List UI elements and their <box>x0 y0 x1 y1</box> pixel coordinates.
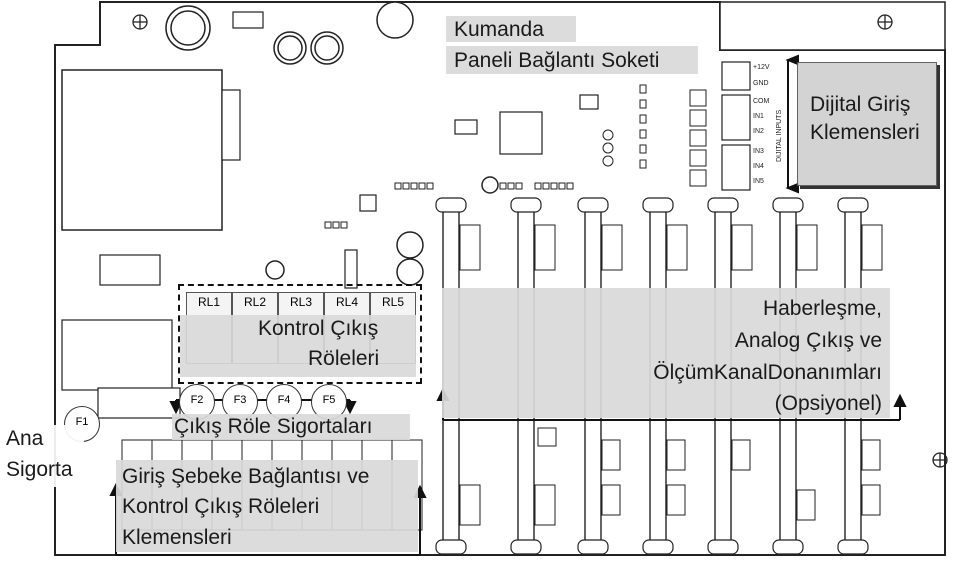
fuse-label: F3 <box>233 394 247 406</box>
fuse-label: F5 <box>322 394 336 406</box>
ana-label-line2: Sigorta <box>6 458 73 481</box>
ana-box <box>2 425 84 487</box>
giris-label-line2: Kontrol Çıkış Röleleri <box>122 495 320 518</box>
kontrol-label-line2: Röleleri <box>308 347 380 370</box>
option-board-clips <box>435 197 869 555</box>
relay-group-outline <box>178 284 422 384</box>
terminal-label-in5: IN5 <box>753 178 764 185</box>
relay-label: RL1 <box>197 295 220 309</box>
kumanda-box-1 <box>446 16 576 42</box>
terminal-label-in4: IN4 <box>753 163 764 170</box>
terminal-label-gnd: GND <box>753 80 769 87</box>
kumanda-box-2 <box>446 46 698 74</box>
giris-label-line1: Giriş Şebeke Bağlantısı ve <box>122 465 370 488</box>
terminal-label-in2: IN2 <box>753 128 764 135</box>
giris-box <box>116 460 418 552</box>
terminal-label-com: COM <box>753 98 770 105</box>
giris-label-line3: Klemensleri <box>122 526 232 549</box>
haber-label-line1: Haberleşme, <box>762 297 882 320</box>
terminal-label-12v: +12V <box>753 64 770 71</box>
chips <box>61 11 599 419</box>
small-components <box>324 84 707 229</box>
kumanda-label-line2: Paneli Bağlantı Soketi <box>454 49 660 72</box>
relay-label: RL5 <box>381 295 404 309</box>
haber-label-line2: Analog Çıkış ve <box>734 329 882 352</box>
fuse-label: F4 <box>277 394 291 406</box>
haber-label-line3: ÖlçümKanalDonanımları <box>653 361 882 384</box>
relay-label: RL3 <box>289 295 312 309</box>
sigorta-box <box>172 414 410 440</box>
option-connectors <box>459 224 883 526</box>
relay-label: RL2 <box>243 295 266 309</box>
terminal-label-in3: IN3 <box>753 148 764 155</box>
digital-inputs-vertical-label: DIJITAL INPUTS <box>776 109 783 162</box>
dijital-box <box>797 62 937 186</box>
terminal-label-in1: IN1 <box>753 113 764 120</box>
haber-box <box>442 288 890 418</box>
mount-holes <box>132 14 948 468</box>
kontrol-box <box>180 315 416 377</box>
dijital-label-line2: Klemensleri <box>810 121 920 144</box>
relay-label: RL4 <box>335 295 358 309</box>
board-corner <box>719 1 946 51</box>
sigorta-label: Çıkış Röle Sigortaları <box>174 415 373 438</box>
ana-label-line1: Ana <box>6 427 44 450</box>
haber-label-line4: (Opsiyonel) <box>774 392 882 415</box>
fuse-label: F2 <box>190 394 204 406</box>
kumanda-label-line1: Kumanda <box>454 18 544 41</box>
digital-input-terminals <box>721 61 751 191</box>
kontrol-label-line1: Kontrol Çıkış <box>258 317 379 340</box>
dijital-label-line1: Dijital Giriş <box>810 93 911 116</box>
transformer <box>61 69 223 231</box>
top-capacitors <box>165 1 499 286</box>
